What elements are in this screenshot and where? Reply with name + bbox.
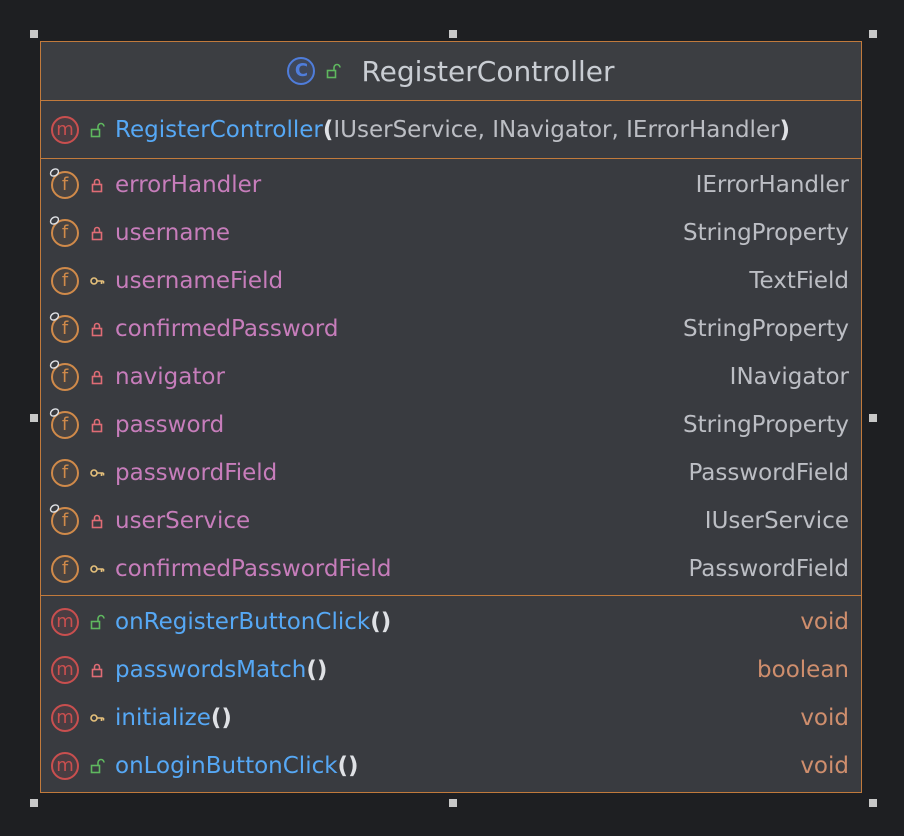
field-name: errorHandler [115, 172, 262, 198]
field-type: StringProperty [683, 412, 849, 438]
field-icon: f [49, 408, 79, 439]
constructor-section: m RegisterController(IUserService, INavi… [41, 101, 861, 159]
selection-handle-top-center[interactable] [449, 30, 457, 38]
field-name: usernameField [115, 268, 284, 294]
field-icon: f [49, 168, 79, 199]
field-row[interactable]: f usernameField TextField [41, 257, 861, 305]
method-name: onLoginButtonClick [115, 753, 338, 779]
class-icon: C [287, 57, 316, 85]
package-visibility-icon [90, 277, 105, 285]
constructor-name: RegisterController [115, 116, 323, 143]
field-icon: f [49, 216, 79, 247]
selection-handle-bottom-right[interactable] [869, 799, 877, 807]
field-row[interactable]: f confirmedPassword StringProperty [41, 305, 861, 353]
method-parens: () [337, 753, 359, 779]
field-name: confirmedPasswordField [115, 556, 392, 582]
final-modifier-icon [49, 216, 60, 225]
field-type: IUserService [704, 508, 849, 534]
private-visibility-icon [91, 226, 103, 241]
private-visibility-icon [91, 663, 103, 678]
field-type: TextField [749, 268, 849, 294]
public-visibility-icon [90, 122, 105, 137]
method-name: onRegisterButtonClick [115, 609, 371, 635]
package-visibility-icon [90, 565, 105, 573]
field-row[interactable]: f confirmedPasswordField PasswordField [41, 545, 861, 593]
public-visibility-icon [90, 614, 105, 630]
field-name: username [115, 220, 230, 246]
constructor-row[interactable]: m RegisterController(IUserService, INavi… [41, 106, 861, 154]
method-icon: m [51, 704, 79, 732]
final-modifier-icon [49, 312, 60, 321]
field-icon: f [51, 267, 79, 295]
field-type: INavigator [729, 364, 849, 390]
method-return-type: boolean [757, 657, 849, 683]
field-icon: f [49, 312, 79, 343]
constructor-close-paren: ) [779, 116, 791, 143]
public-visibility-icon [90, 758, 105, 774]
selection-handle-bottom-left[interactable] [30, 799, 38, 807]
field-row[interactable]: f password StringProperty [41, 401, 861, 449]
method-name: initialize [115, 705, 211, 731]
method-row[interactable]: m onRegisterButtonClick() void [41, 598, 861, 646]
final-modifier-icon [49, 504, 60, 513]
final-modifier-icon [49, 408, 60, 417]
field-row[interactable]: f username StringProperty [41, 209, 861, 257]
field-name: userService [115, 508, 251, 534]
package-visibility-icon [90, 714, 105, 722]
method-row[interactable]: m onLoginButtonClick() void [41, 742, 861, 790]
method-return-type: void [800, 753, 849, 779]
selection-handle-bottom-center[interactable] [449, 799, 457, 807]
constructor-open-paren: ( [322, 116, 334, 143]
field-row[interactable]: f userService IUserService [41, 497, 861, 545]
method-parens: () [370, 609, 392, 635]
method-icon: m [51, 608, 79, 636]
method-return-type: void [800, 609, 849, 635]
selection-handle-top-right[interactable] [869, 30, 877, 38]
field-icon: f [49, 504, 79, 535]
method-name: passwordsMatch [115, 657, 307, 683]
class-name: RegisterController [361, 54, 615, 88]
field-row[interactable]: f errorHandler IErrorHandler [41, 161, 861, 209]
field-type: StringProperty [683, 220, 849, 246]
final-modifier-icon [49, 168, 60, 177]
package-visibility-icon [90, 469, 105, 477]
constructor-params: IUserService, INavigator, IErrorHandler [333, 116, 780, 143]
private-visibility-icon [91, 370, 103, 385]
method-icon: m [51, 656, 79, 684]
method-row[interactable]: m initialize() void [41, 694, 861, 742]
method-parens: () [210, 705, 232, 731]
selection-handle-middle-right[interactable] [869, 414, 877, 422]
field-type: IErrorHandler [695, 172, 849, 198]
private-visibility-icon [91, 418, 103, 433]
field-icon: f [51, 555, 79, 583]
field-icon: f [49, 360, 79, 391]
final-modifier-icon [49, 360, 60, 369]
private-visibility-icon [91, 178, 103, 193]
field-name: navigator [115, 364, 225, 390]
field-row[interactable]: f passwordField PasswordField [41, 449, 861, 497]
selection-handle-top-left[interactable] [30, 30, 38, 38]
private-visibility-icon [91, 322, 103, 337]
method-row[interactable]: m passwordsMatch() boolean [41, 646, 861, 694]
method-return-type: void [800, 705, 849, 731]
field-type: PasswordField [688, 460, 849, 486]
field-icon: f [51, 459, 79, 487]
method-parens: () [306, 657, 328, 683]
uml-class-node[interactable]: C RegisterController m RegisterControlle… [40, 41, 862, 793]
field-type: StringProperty [683, 316, 849, 342]
field-row[interactable]: f navigator INavigator [41, 353, 861, 401]
field-name: password [115, 412, 225, 438]
method-icon: m [51, 115, 79, 144]
field-name: confirmedPassword [115, 316, 339, 342]
class-header: C RegisterController [41, 42, 861, 101]
private-visibility-icon [91, 514, 103, 529]
field-name: passwordField [115, 460, 278, 486]
field-type: PasswordField [688, 556, 849, 582]
method-icon: m [51, 752, 79, 780]
public-visibility-icon [327, 63, 342, 79]
selection-handle-middle-left[interactable] [30, 414, 38, 422]
